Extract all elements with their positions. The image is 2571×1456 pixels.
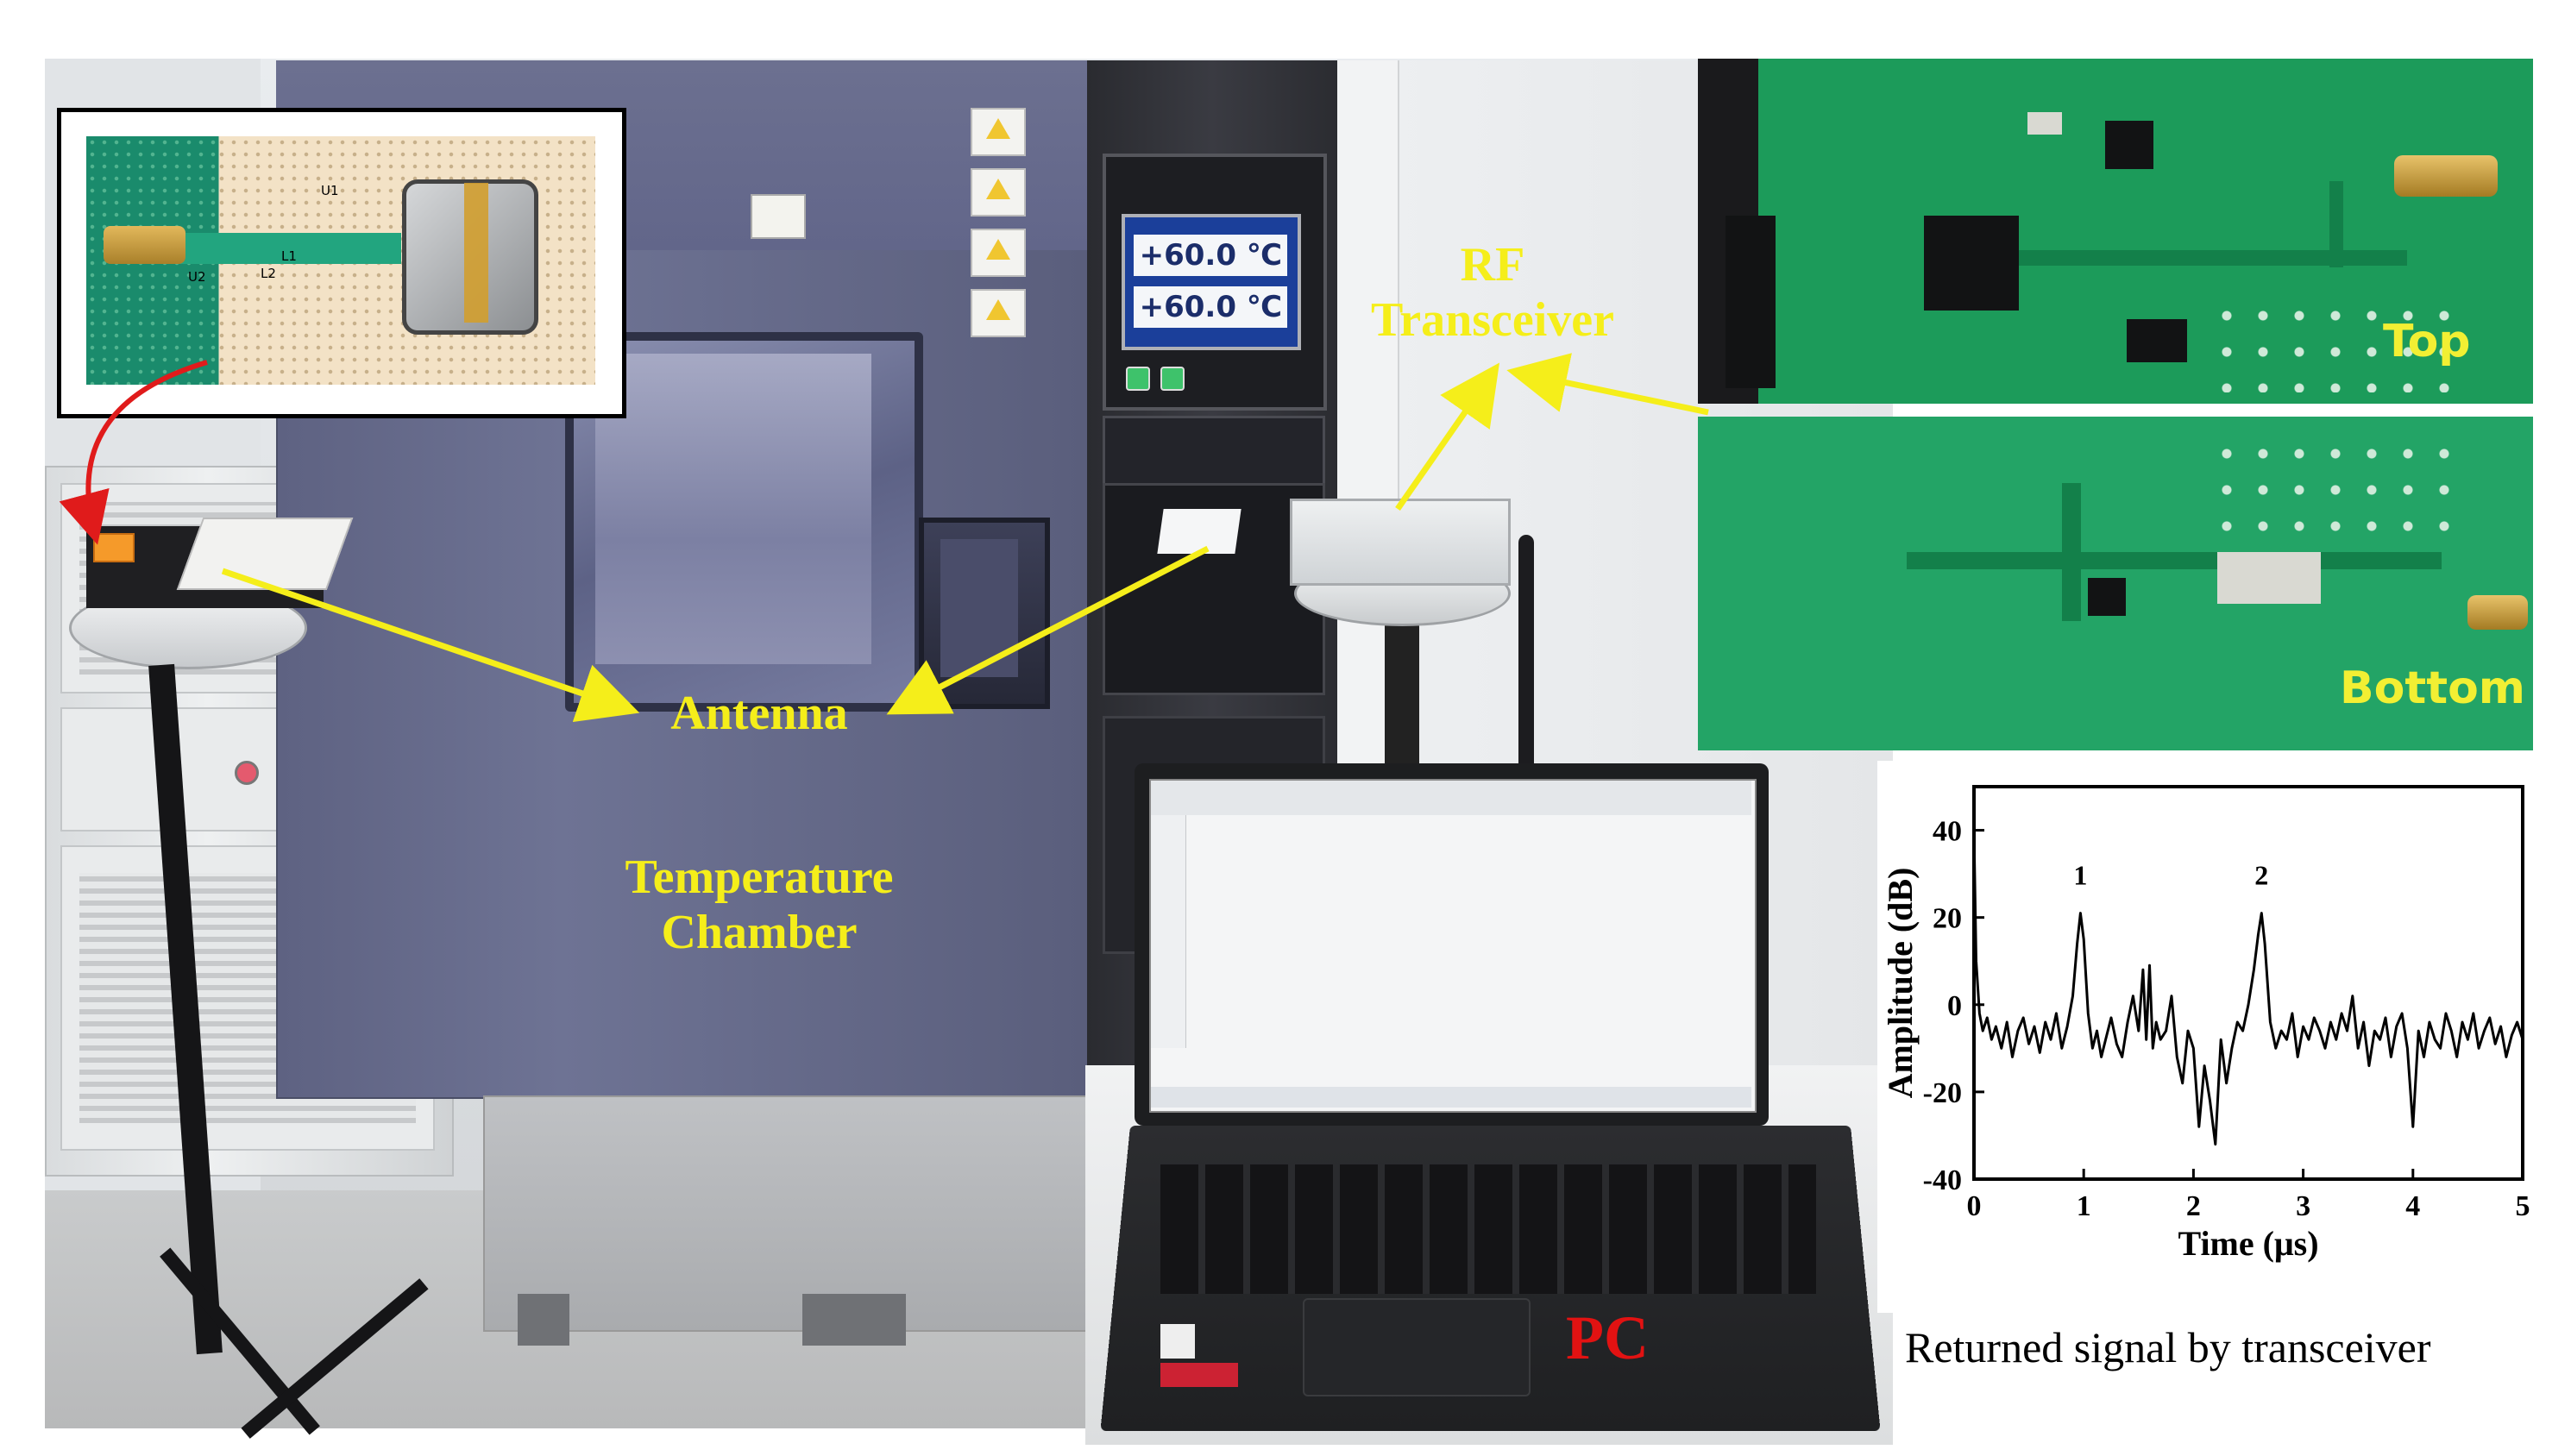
peak-annotation: 1 — [2073, 859, 2087, 890]
sensor-sma-connector — [104, 226, 185, 264]
antenna-sheet — [1157, 509, 1241, 554]
y-tick-label: -40 — [1923, 1164, 1962, 1196]
x-tick-label: 1 — [2077, 1190, 2091, 1222]
y-tick-label: 40 — [1933, 816, 1962, 848]
inset-label-l2: L2 — [261, 266, 276, 281]
warning-labels — [971, 108, 1022, 358]
laptop-touchpad — [1303, 1298, 1531, 1396]
pcb-bottom-trace — [2062, 483, 2081, 621]
control-key — [1126, 367, 1150, 391]
rf-transceiver-label-line: Transceiver — [1329, 292, 1656, 348]
pcb-bottom-vias — [2209, 436, 2467, 539]
y-axis-label: Amplitude (dB) — [1881, 868, 1920, 1099]
warning-icon — [971, 229, 1026, 277]
chamber-lcd: +60.0 ℃ +60.0 ℃ — [1122, 214, 1301, 350]
pcb-top-header — [1726, 216, 1776, 388]
warning-icon — [971, 289, 1026, 337]
x-tick-label: 4 — [2405, 1190, 2420, 1222]
sensor-antenna-plate — [177, 518, 354, 590]
rack-red-switch — [235, 761, 259, 785]
x-tick-label: 5 — [2516, 1190, 2530, 1222]
y-tick-label: 20 — [1933, 903, 1962, 935]
x-tick-label: 0 — [1967, 1190, 1982, 1222]
chamber-door-handle-recess — [940, 539, 1018, 677]
temperature-chamber-label-line: Temperature — [587, 850, 932, 905]
x-tick-label: 2 — [2186, 1190, 2201, 1222]
pcb-top-label: Top — [2383, 316, 2471, 367]
laptop-screen — [1149, 779, 1757, 1113]
pcb-top-ic — [2105, 121, 2153, 169]
rf-transceiver-box — [1290, 499, 1511, 586]
qr-sticker — [1160, 1324, 1195, 1359]
returned-signal-chart: 012345-40-200204012Time (μs)Amplitude (d… — [1877, 761, 2550, 1313]
pc-label: PC — [1566, 1302, 1649, 1374]
sensor-tape — [464, 183, 488, 323]
pcb-bottom-filter — [2217, 552, 2321, 604]
screen-taskbar — [1151, 1087, 1751, 1108]
inset-label-u1: U1 — [321, 183, 339, 198]
temperature-chamber-label-line: Chamber — [587, 905, 932, 960]
plot-frame — [1974, 787, 2523, 1179]
chamber-foot — [518, 1294, 569, 1346]
laptop-keyboard — [1160, 1164, 1816, 1294]
laptop-sticker — [1160, 1363, 1238, 1387]
pcb-top-sma — [2394, 155, 2498, 197]
chamber-window-glass — [595, 354, 871, 664]
inset-label-l1: L1 — [281, 248, 297, 264]
series-line — [1974, 831, 2523, 1145]
temperature-chamber-label: TemperatureChamber — [587, 850, 932, 961]
antenna-label: Antenna — [638, 686, 880, 741]
chamber-base — [483, 1095, 1091, 1332]
screen-toolbar — [1151, 781, 1751, 815]
x-tick-label: 3 — [2296, 1190, 2310, 1222]
pcb-top-trace — [2329, 181, 2343, 267]
rf-transceiver-label: RFTransceiver — [1329, 237, 1656, 348]
pcb-top-crystal — [2027, 112, 2062, 135]
pcb-top-mcu — [1924, 216, 2019, 311]
chamber-warning-sticker — [751, 194, 806, 239]
control-key — [1160, 367, 1185, 391]
screen-sidebar — [1151, 815, 1186, 1048]
inset-label-u2: U2 — [188, 269, 206, 285]
warning-icon — [971, 108, 1026, 156]
sensor-connector — [93, 533, 135, 562]
warning-icon — [971, 168, 1026, 217]
lcd-reading-1: +60.0 ℃ — [1134, 235, 1287, 276]
chamber-foot — [802, 1294, 906, 1346]
y-tick-label: 0 — [1947, 990, 1962, 1022]
power-cable — [1518, 535, 1534, 794]
pcb-bottom-sma — [2467, 595, 2528, 630]
lcd-reading-2: +60.0 ℃ — [1134, 286, 1287, 328]
pcb-bottom-label: Bottom — [2340, 662, 2525, 714]
chart-caption: Returned signal by transceiver — [1905, 1322, 2431, 1372]
chart-svg: 012345-40-200204012Time (μs)Amplitude (d… — [1877, 761, 2550, 1313]
pcb-bottom-ic — [2088, 578, 2126, 616]
peak-annotation: 2 — [2254, 859, 2268, 890]
rf-transceiver-label-line: RF — [1329, 237, 1656, 292]
x-axis-label: Time (μs) — [2178, 1224, 2318, 1263]
pcb-bottom-trace — [1907, 552, 2442, 569]
pcb-top-ic — [2127, 319, 2187, 362]
y-tick-label: -20 — [1923, 1077, 1962, 1109]
